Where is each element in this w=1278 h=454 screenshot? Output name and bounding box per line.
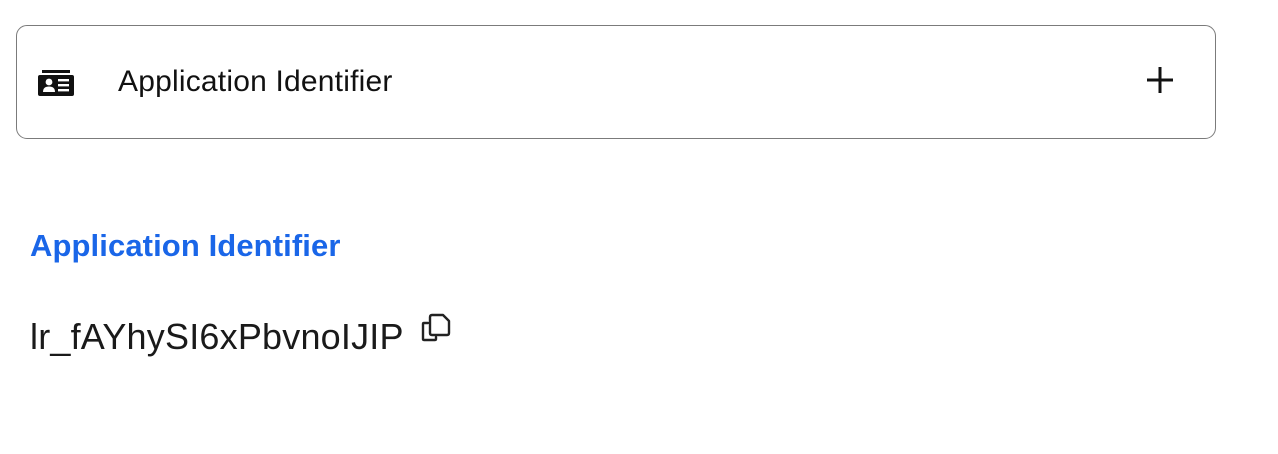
application-identifier-accordion[interactable]: Application Identifier <box>16 25 1216 139</box>
application-identifier-value: lr_fAYhySI6xPbvnoIJIP <box>30 316 404 357</box>
id-card-icon <box>38 70 74 96</box>
accordion-title: Application Identifier <box>118 65 393 98</box>
copy-button[interactable] <box>420 312 452 349</box>
copy-icon <box>420 312 452 349</box>
plus-icon <box>1146 66 1174 99</box>
expand-button[interactable] <box>1144 66 1176 98</box>
application-identifier-label: Application Identifier <box>30 228 341 263</box>
application-identifier-value-row: lr_fAYhySI6xPbvnoIJIP <box>30 312 452 360</box>
